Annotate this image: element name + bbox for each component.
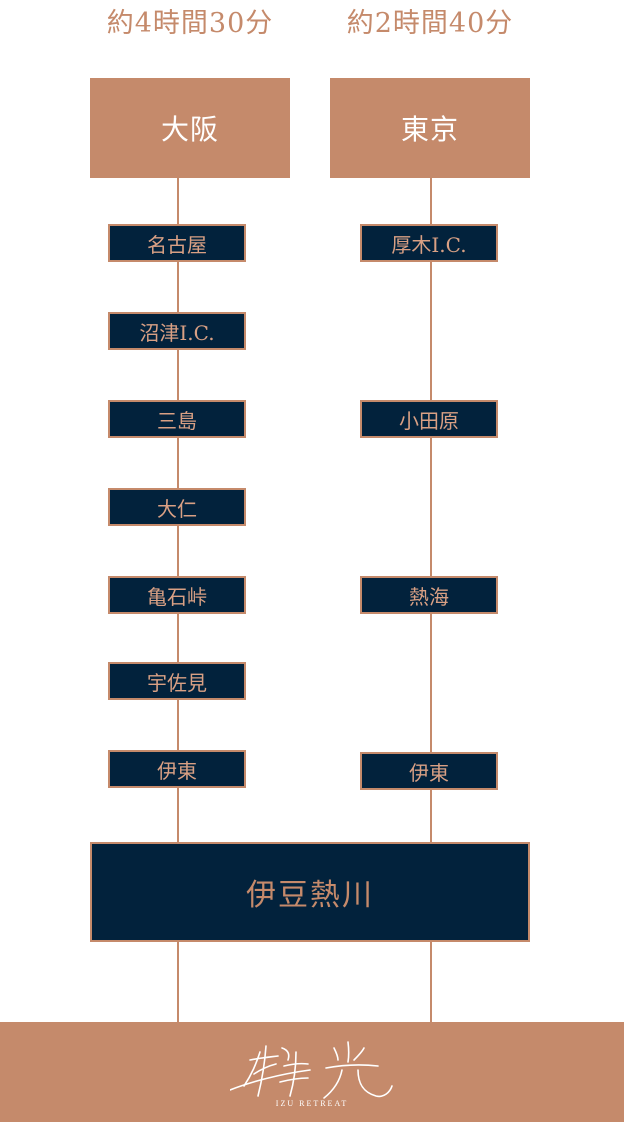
- stop-nagoya: 名古屋: [108, 224, 246, 262]
- logo-subtitle: IZU RETREAT: [275, 1099, 349, 1108]
- footer-logo-bar: 粋光 IZU RETREAT: [0, 1022, 624, 1122]
- stop-numazu-ic: 沼津I.C.: [108, 312, 246, 350]
- duration-label-tokyo: 約2時間40分: [346, 8, 514, 39]
- stop-ito-right: 伊東: [360, 752, 498, 790]
- stop-kameishi-toge: 亀石峠: [108, 576, 246, 614]
- stop-atsugi-ic: 厚木I.C.: [360, 224, 498, 262]
- destination-izu-atagawa: 伊豆熱川: [90, 842, 530, 942]
- stop-ito-left: 伊東: [108, 750, 246, 788]
- origin-osaka: 大阪: [90, 78, 290, 178]
- stop-atami: 熱海: [360, 576, 498, 614]
- stop-odawara: 小田原: [360, 400, 498, 438]
- origin-tokyo: 東京: [330, 78, 530, 178]
- stop-ohito: 大仁: [108, 488, 246, 526]
- stop-usami: 宇佐見: [108, 662, 246, 700]
- duration-label-osaka: 約4時間30分: [106, 8, 274, 39]
- stop-mishima: 三島: [108, 400, 246, 438]
- logo-script-mark: 粋光: [230, 1041, 393, 1099]
